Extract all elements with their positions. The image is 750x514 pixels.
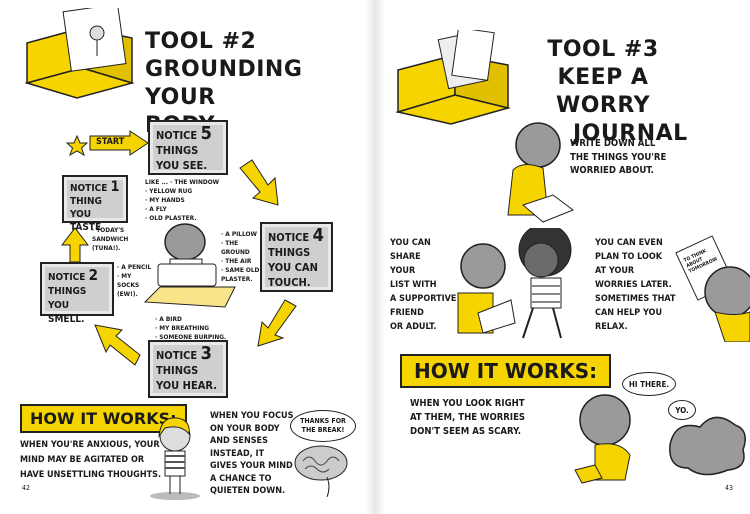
notice-label: Notice	[268, 231, 310, 244]
notice-rest: things you smell.	[48, 286, 87, 325]
character-meets-worry-illustration	[574, 394, 746, 484]
title-line: Grounding your	[145, 57, 303, 110]
notice-5-box: Notice 5things you see.	[148, 120, 228, 175]
how-it-works-label: How it works:	[400, 354, 612, 388]
notice-label: Notice	[156, 129, 198, 142]
notice-5-list: Like ... · The window · Yellow rug · My …	[145, 178, 220, 222]
notice-label: Notice	[156, 349, 198, 362]
anxious-girl-illustration	[150, 417, 200, 500]
arrow-2-to-1	[60, 227, 90, 263]
notice-number: 3	[200, 343, 212, 364]
focus-text: When you focus on your body and senses i…	[210, 411, 294, 496]
notice-number: 2	[88, 266, 98, 284]
toolbox-journal-illustration	[395, 30, 511, 125]
page-number: 42	[22, 484, 31, 492]
hi-there-bubble: Hi there.	[622, 372, 676, 396]
notice-1-list: · Today's sandwich (Tuna!).	[92, 226, 129, 252]
writing-character-illustration	[507, 122, 575, 223]
how-it-works-text: When you're anxious, your mind may be ag…	[20, 440, 162, 480]
notice-2-box: Notice 2things you smell.	[40, 262, 114, 325]
notice-2-list: · A pencil · My socks (Ew!).	[117, 263, 152, 298]
title-line: Tool #2	[145, 29, 257, 54]
arrow-4-to-3	[257, 299, 297, 347]
notice-3-box: Notice 3things you hear.	[148, 340, 228, 398]
how-it-works-text: When you look right at them, the worries…	[410, 398, 526, 437]
arrow-3-to-2	[94, 324, 141, 366]
notice-rest: things you hear.	[156, 364, 217, 392]
notice-number: 1	[110, 179, 120, 195]
notice-label: Notice	[48, 272, 86, 283]
tool3-title: Tool #3 Keep a worry journal	[523, 36, 688, 148]
page-number: 43	[725, 484, 734, 492]
toolbox-illustration	[24, 8, 135, 99]
title-line: journal	[573, 121, 688, 146]
left-page: Tool #2 Grounding your body Start Notice…	[20, 8, 356, 500]
notice-4-box: Notice 4things you can touch.	[260, 222, 333, 292]
seated-character-illustration	[143, 223, 236, 308]
two-friends-illustration	[457, 228, 572, 339]
notice-3-list: · A bird · My breathing · Someone burpin…	[155, 315, 227, 341]
character-with-note-illustration	[675, 235, 750, 342]
brain-speech-bubble: Thanks for the break!	[290, 410, 356, 442]
notice-rest: things you see.	[156, 144, 208, 172]
start-label: Start	[96, 137, 125, 147]
share-text: You can share your list with a supportiv…	[390, 238, 457, 332]
notice-number: 4	[312, 225, 324, 246]
yo-bubble: Yo.	[668, 400, 696, 420]
notice-rest: things you can touch.	[268, 246, 318, 289]
brain-illustration	[294, 445, 348, 498]
notice-1-box: Notice 1 thing you taste	[62, 175, 128, 233]
notice-number: 5	[200, 123, 212, 144]
title-line: Keep a worry	[555, 65, 651, 118]
book-spine	[365, 0, 385, 514]
notice-4-list: · A pillow · The ground · The air · Same…	[221, 230, 260, 283]
write-text: Write down all the things you're worried…	[570, 138, 667, 176]
star-icon	[66, 135, 88, 157]
how-it-works-label: How it works:	[20, 404, 187, 433]
plan-text: You can even plan to look at your worrie…	[595, 238, 676, 332]
start-arrow	[89, 130, 149, 156]
title-line: Tool #3	[547, 37, 659, 62]
notice-label: Notice	[70, 183, 108, 194]
flow-arrows	[60, 159, 297, 366]
arrow-5-to-4	[239, 159, 279, 206]
right-page: Tool #3 Keep a worry journal Write down …	[385, 0, 750, 514]
notice-rest: thing you taste	[70, 196, 102, 233]
